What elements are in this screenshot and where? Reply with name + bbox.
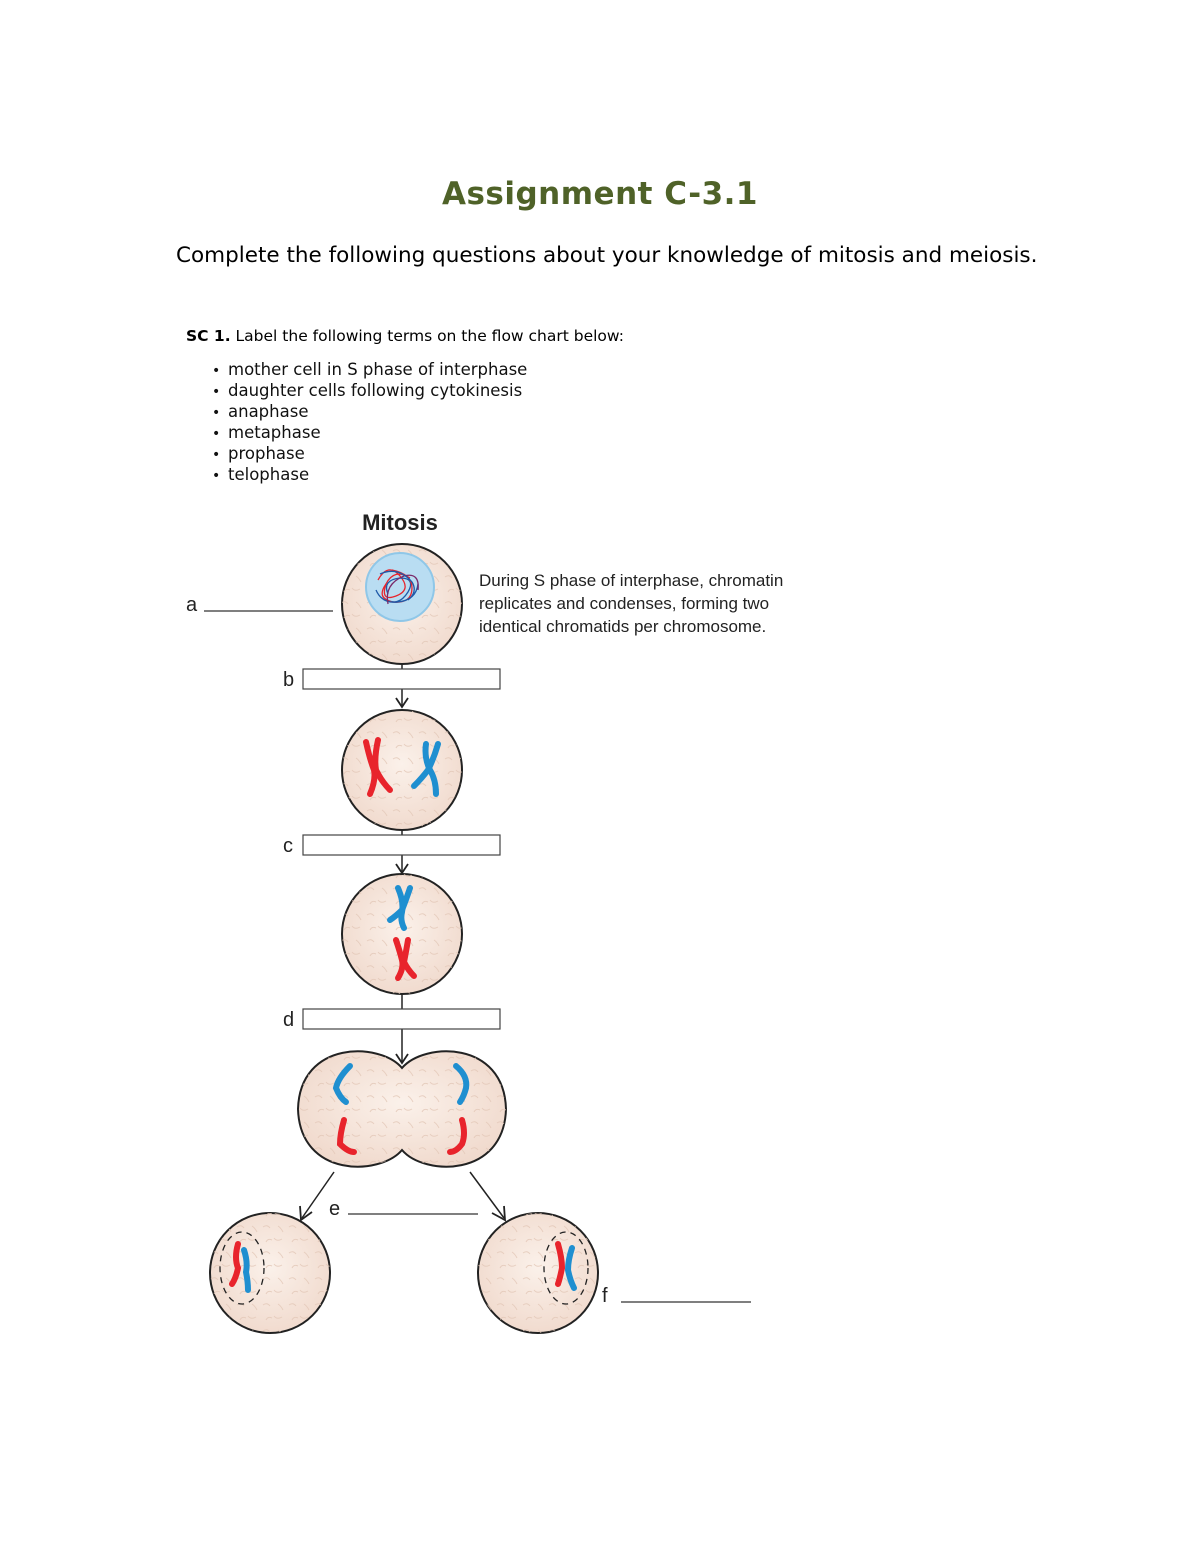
chromosome-blue bbox=[411, 741, 441, 797]
arrow-down-right-icon bbox=[491, 1205, 507, 1222]
chromosome-blue bbox=[387, 885, 413, 931]
chromosome-blue bbox=[332, 1063, 470, 1105]
connector-line bbox=[301, 1171, 335, 1219]
label-a: a bbox=[186, 594, 198, 616]
chromosome-red bbox=[229, 1241, 242, 1287]
answer-box-c[interactable] bbox=[302, 834, 501, 856]
document-title: Assignment C-3.1 bbox=[441, 176, 759, 212]
chromosome-blue bbox=[564, 1245, 577, 1291]
chromosome-red bbox=[555, 1241, 566, 1287]
term-item: anaphase bbox=[212, 402, 527, 423]
question-sc1: SC 1. Label the following terms on the f… bbox=[186, 327, 624, 345]
term-item: metaphase bbox=[212, 423, 527, 444]
nuclear-envelope bbox=[543, 1231, 589, 1305]
label-b: b bbox=[283, 669, 294, 691]
label-c: c bbox=[283, 835, 293, 857]
daughter-cell-left bbox=[209, 1212, 331, 1334]
chromosome-red bbox=[393, 937, 417, 981]
connector-line bbox=[469, 1171, 505, 1219]
term-list: mother cell in S phase of interphase dau… bbox=[212, 360, 527, 486]
arrow-down-icon bbox=[395, 697, 409, 709]
caption-line: During S phase of interphase, chromatin bbox=[479, 571, 783, 590]
daughter-cell-right bbox=[477, 1212, 599, 1334]
cell-metaphase bbox=[341, 873, 463, 995]
label-d: d bbox=[283, 1009, 294, 1031]
label-e: e bbox=[329, 1198, 340, 1220]
chromatin-tangle bbox=[375, 569, 419, 605]
nuclear-envelope bbox=[219, 1231, 265, 1305]
diagram-title: Mitosis bbox=[362, 510, 438, 535]
intro-paragraph: Complete the following questions about y… bbox=[176, 243, 1038, 268]
answer-box-b[interactable] bbox=[302, 668, 501, 690]
term-item: telophase bbox=[212, 465, 527, 486]
arrow-down-icon bbox=[395, 1053, 409, 1065]
cell-dividing bbox=[296, 1050, 508, 1168]
nucleus bbox=[365, 552, 435, 622]
term-item: daughter cells following cytokinesis bbox=[212, 381, 527, 402]
question-prompt: Label the following terms on the flow ch… bbox=[235, 327, 624, 345]
chromosome-red bbox=[363, 737, 393, 797]
question-number: SC 1. bbox=[186, 327, 231, 345]
chromosome-red bbox=[336, 1117, 467, 1155]
cell-interphase bbox=[341, 543, 463, 665]
caption-line: replicates and condenses, forming two bbox=[479, 594, 769, 613]
cell-prophase bbox=[341, 709, 463, 831]
caption-line: identical chromatids per chromosome. bbox=[479, 617, 766, 636]
term-item: mother cell in S phase of interphase bbox=[212, 360, 527, 381]
answer-box-d[interactable] bbox=[302, 1008, 501, 1030]
term-item: prophase bbox=[212, 444, 527, 465]
chromosome-blue bbox=[241, 1247, 251, 1293]
label-f: f bbox=[602, 1285, 608, 1307]
arrow-down-left-icon bbox=[299, 1205, 313, 1222]
